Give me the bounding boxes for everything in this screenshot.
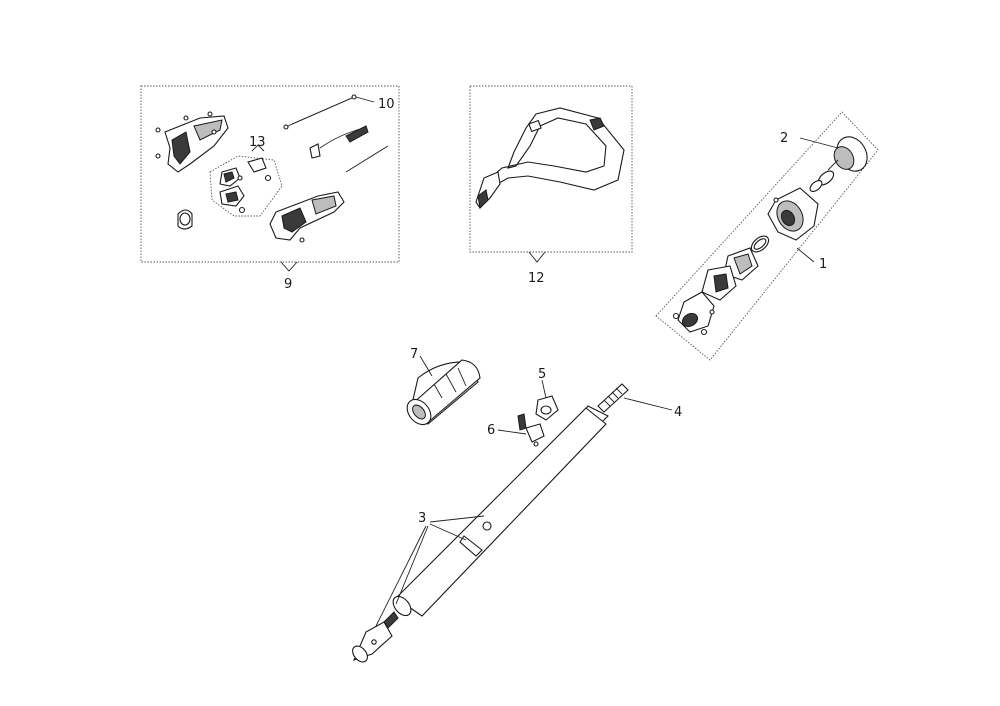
callout-6: 6 — [487, 423, 495, 438]
callout-10: 10 — [378, 97, 395, 112]
callout-9: 9 — [284, 277, 292, 292]
leader-3b — [429, 523, 467, 541]
o-ring-part — [750, 235, 770, 253]
callout-2: 2 — [780, 131, 788, 146]
trigger-parts — [219, 157, 272, 214]
handle-housing-part — [155, 111, 229, 173]
leader-7 — [419, 355, 433, 377]
shaft-clamp-part — [535, 379, 559, 421]
sub-group-13-box — [209, 155, 283, 217]
leader-4 — [623, 397, 673, 411]
gear-head-group — [655, 111, 879, 361]
flange-part — [672, 291, 715, 336]
foam-grip-part — [406, 355, 481, 426]
cone-housing-part — [701, 247, 759, 301]
shoulder-strap-pointer — [528, 251, 546, 263]
wire-harness-part — [309, 125, 389, 173]
callout-7: 7 — [410, 347, 418, 362]
gear-cap-leader — [799, 137, 839, 149]
leader-5 — [541, 379, 547, 399]
leader-3a — [429, 515, 485, 523]
shoulder-strap-part — [475, 107, 625, 210]
main-shaft-group — [352, 383, 673, 663]
coupler-sleeve-part — [352, 611, 399, 663]
outer-tube-part — [392, 407, 607, 617]
gear-cap-part — [827, 136, 868, 172]
leader-6 — [497, 429, 527, 435]
handle-assembly-pointer — [280, 261, 298, 272]
snap-ring-part — [809, 170, 835, 192]
shoulder-strap-group — [469, 85, 633, 263]
callout-5: 5 — [538, 367, 546, 382]
leader-3d — [375, 525, 427, 627]
callout-4: 4 — [674, 405, 682, 420]
callout-1: 1 — [819, 257, 827, 272]
callout-12: 12 — [528, 271, 545, 286]
shoulder-strap-box — [469, 85, 633, 253]
gear-case-part — [767, 187, 819, 241]
handle-assembly-box — [140, 85, 400, 263]
sub-group-13-pointer — [251, 144, 265, 152]
handle-assembly-group — [140, 85, 400, 272]
handle-grip-part — [269, 191, 345, 243]
leader-3c — [395, 525, 429, 605]
callout-13: 13 — [249, 135, 266, 150]
clamp-part — [177, 209, 193, 230]
callout-3: 3 — [418, 511, 426, 526]
gear-head-leader — [796, 247, 815, 263]
throttle-cable-part — [283, 94, 375, 130]
gear-head-box — [655, 111, 879, 361]
clamp-bolt-part — [497, 413, 545, 447]
